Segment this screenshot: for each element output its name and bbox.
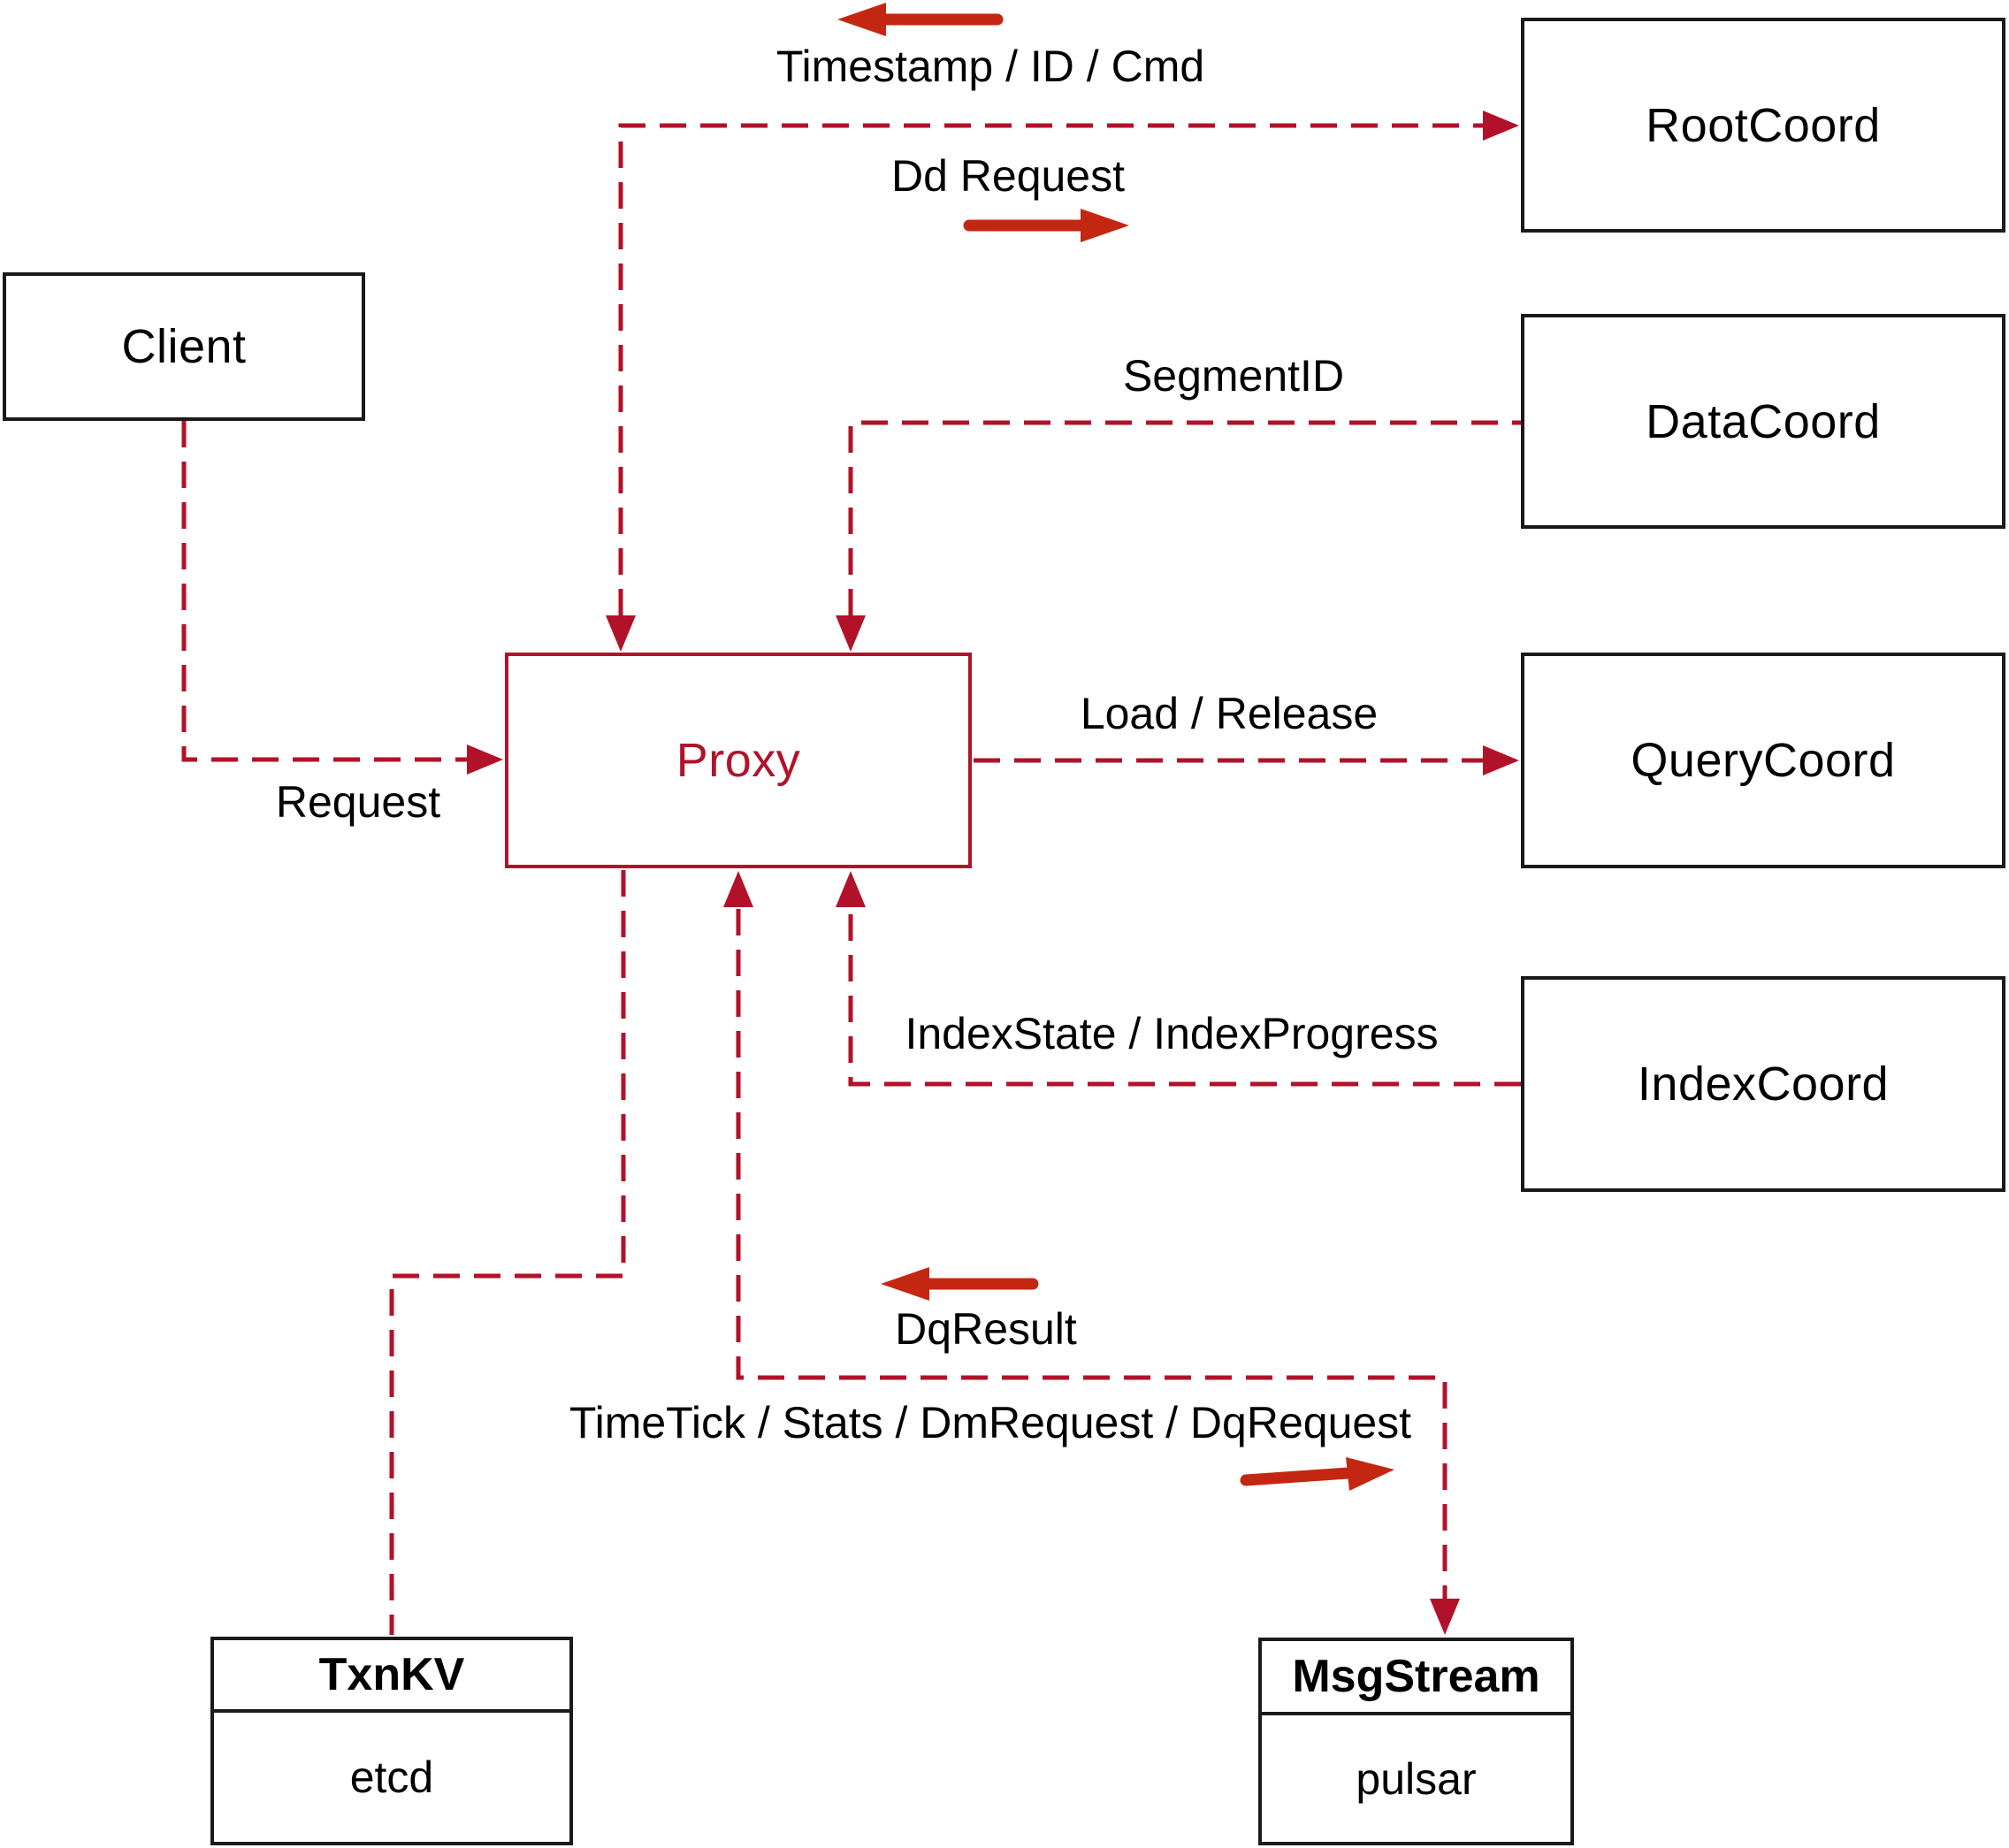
edge-proxy-to-rootcoord	[618, 123, 1484, 615]
edge-label-segment-id: SegmentID	[1122, 351, 1345, 401]
edge-label-indexstate-indexprogress: IndexState / IndexProgress	[905, 1009, 1439, 1058]
arrowhead-into-proxy-bottom-mid	[723, 871, 753, 907]
flow-arrow-right-head-timetick	[1346, 1457, 1394, 1491]
node-txnkv: TxnKV etcd	[210, 1637, 573, 1845]
arrowhead-into-rootcoord	[1483, 111, 1519, 141]
node-rootcoord: RootCoord	[1521, 18, 2005, 233]
flow-arrow-right-head-ddrequest	[1081, 209, 1129, 242]
arrowhead-into-proxy-top-right	[836, 615, 866, 652]
edge-label-request: Request	[275, 777, 441, 827]
node-client-label: Client	[121, 320, 247, 373]
arrowhead-into-querycoord	[1483, 745, 1519, 775]
node-querycoord: QueryCoord	[1521, 653, 2005, 868]
flow-arrow-left-head-top	[837, 3, 886, 36]
edge-label-dq-result: DqResult	[895, 1304, 1077, 1354]
node-client: Client	[3, 272, 365, 421]
node-rootcoord-label: RootCoord	[1646, 98, 1881, 152]
node-indexcoord-label: IndexCoord	[1637, 1058, 1890, 1111]
flow-arrow-left-head-dqresult	[881, 1267, 929, 1301]
node-proxy-label: Proxy	[676, 734, 801, 787]
node-querycoord-label: QueryCoord	[1631, 734, 1896, 787]
edge-proxy-to-txnkv	[389, 870, 626, 1635]
edge-label-timetick-stats: TimeTick / Stats / DmRequest / DqRequest	[569, 1398, 1412, 1447]
edge-datacoord-to-proxy	[848, 420, 1521, 615]
flow-arrow-right-shaft-timetick	[1240, 1467, 1355, 1486]
node-txnkv-title: TxnKV	[214, 1640, 569, 1713]
arrowhead-into-proxy-left	[467, 745, 503, 775]
arrowhead-into-proxy-bottom-right	[836, 871, 866, 907]
edge-label-dd-request: Dd Request	[890, 151, 1126, 201]
node-datacoord: DataCoord	[1521, 314, 2005, 529]
node-msgstream-impl: pulsar	[1356, 1753, 1477, 1804]
edge-indexcoord-to-proxy	[848, 909, 1521, 1087]
node-indexcoord: IndexCoord	[1521, 976, 2005, 1192]
node-msgstream: MsgStream pulsar	[1258, 1638, 1574, 1845]
node-txnkv-impl: etcd	[349, 1753, 434, 1802]
arrowhead-into-proxy-top-left	[606, 615, 636, 652]
node-datacoord-label: DataCoord	[1646, 394, 1881, 448]
arrowhead-into-msgstream	[1430, 1599, 1460, 1635]
edge-label-load-release: Load / Release	[1080, 689, 1379, 738]
edge-label-timestamp-id-cmd: Timestamp / ID / Cmd	[775, 42, 1205, 91]
edge-proxy-to-msgstream	[736, 909, 1448, 1599]
node-proxy: Proxy	[505, 653, 972, 868]
node-msgstream-title: MsgStream	[1262, 1641, 1570, 1715]
edge-client-to-proxy	[181, 421, 469, 762]
